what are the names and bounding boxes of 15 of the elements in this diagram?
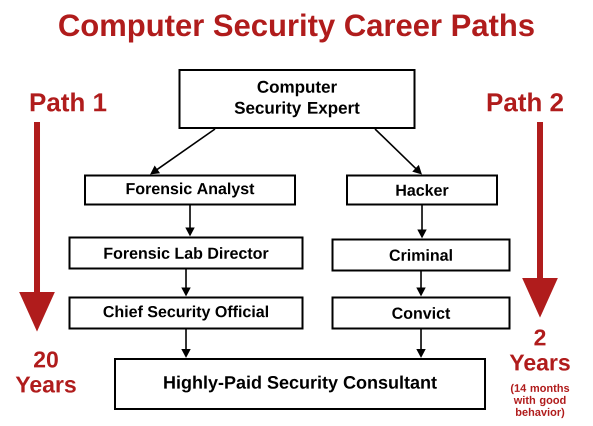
title: Computer Security Career Paths	[59, 14, 534, 42]
label: Path 2	[488, 92, 563, 112]
process-box: Computer Security Expert	[178, 69, 416, 129]
label: 2 Years	[510, 329, 570, 371]
process-box: Convict	[332, 296, 510, 330]
process-box: Highly-Paid Security Consultant	[114, 358, 486, 410]
process-box: Forensic Analyst	[84, 174, 296, 206]
process-box: Chief Security Official	[68, 296, 304, 330]
label: (14 months with good behavior)	[510, 384, 570, 418]
process-box: Criminal	[332, 238, 510, 272]
process-box: Forensic Lab Director	[68, 236, 304, 270]
process-box: Hacker	[346, 174, 498, 206]
arrow	[374, 128, 422, 174]
label: Path 1	[30, 92, 106, 112]
label: 20 Years	[16, 351, 76, 393]
